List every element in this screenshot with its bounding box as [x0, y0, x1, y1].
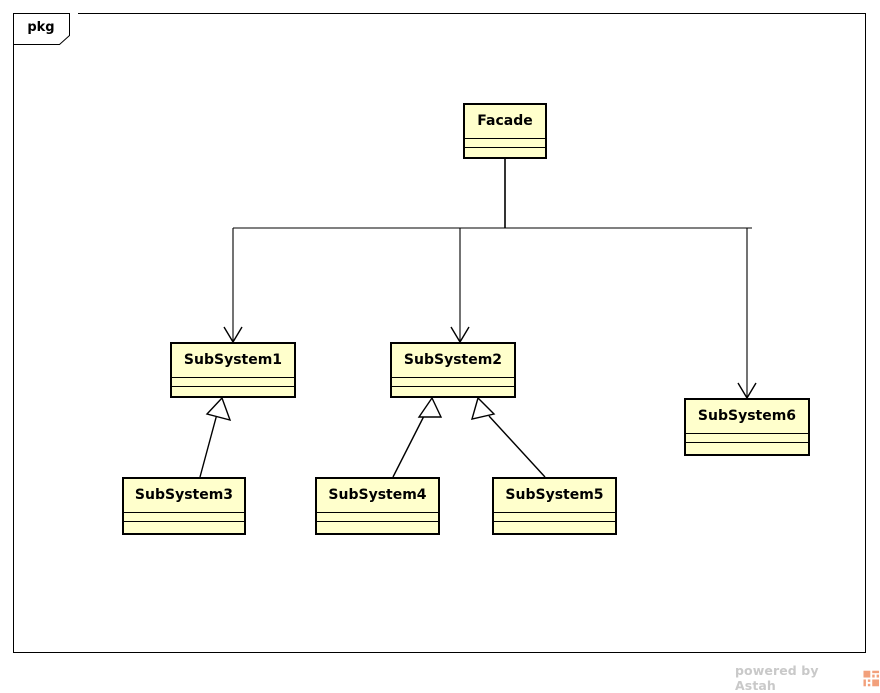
package-frame	[13, 13, 866, 653]
class-attributes-facade	[465, 139, 545, 148]
class-name-subsystem2: SubSystem2	[392, 344, 514, 378]
class-operations-subsystem3	[124, 522, 244, 531]
watermark: powered by Astah	[735, 663, 880, 693]
class-operations-subsystem1	[172, 387, 294, 396]
class-subsystem6[interactable]: SubSystem6	[684, 398, 810, 456]
class-attributes-subsystem4	[317, 513, 438, 522]
class-subsystem5[interactable]: SubSystem5	[492, 477, 617, 535]
class-operations-facade	[465, 148, 545, 157]
class-operations-subsystem5	[494, 522, 615, 531]
class-attributes-subsystem3	[124, 513, 244, 522]
class-attributes-subsystem2	[392, 378, 514, 387]
class-subsystem2[interactable]: SubSystem2	[390, 342, 516, 398]
class-name-subsystem4: SubSystem4	[317, 479, 438, 513]
class-facade[interactable]: Facade	[463, 103, 547, 159]
package-tab-shape	[13, 13, 70, 45]
class-name-subsystem5: SubSystem5	[494, 479, 615, 513]
class-name-subsystem1: SubSystem1	[172, 344, 294, 378]
package-frame-top-edge	[78, 13, 866, 14]
class-attributes-subsystem5	[494, 513, 615, 522]
class-operations-subsystem6	[686, 443, 808, 452]
class-attributes-subsystem6	[686, 434, 808, 443]
class-subsystem3[interactable]: SubSystem3	[122, 477, 246, 535]
package-label: pkg	[27, 20, 55, 35]
package-tab[interactable]: pkg	[13, 13, 79, 45]
watermark-text: powered by Astah	[735, 663, 819, 693]
class-subsystem4[interactable]: SubSystem4	[315, 477, 440, 535]
class-name-subsystem6: SubSystem6	[686, 400, 808, 434]
class-operations-subsystem2	[392, 387, 514, 396]
class-name-subsystem3: SubSystem3	[124, 479, 244, 513]
class-operations-subsystem4	[317, 522, 438, 531]
class-attributes-subsystem1	[172, 378, 294, 387]
astah-logo-icon	[863, 670, 880, 686]
class-subsystem1[interactable]: SubSystem1	[170, 342, 296, 398]
class-name-facade: Facade	[465, 105, 545, 139]
